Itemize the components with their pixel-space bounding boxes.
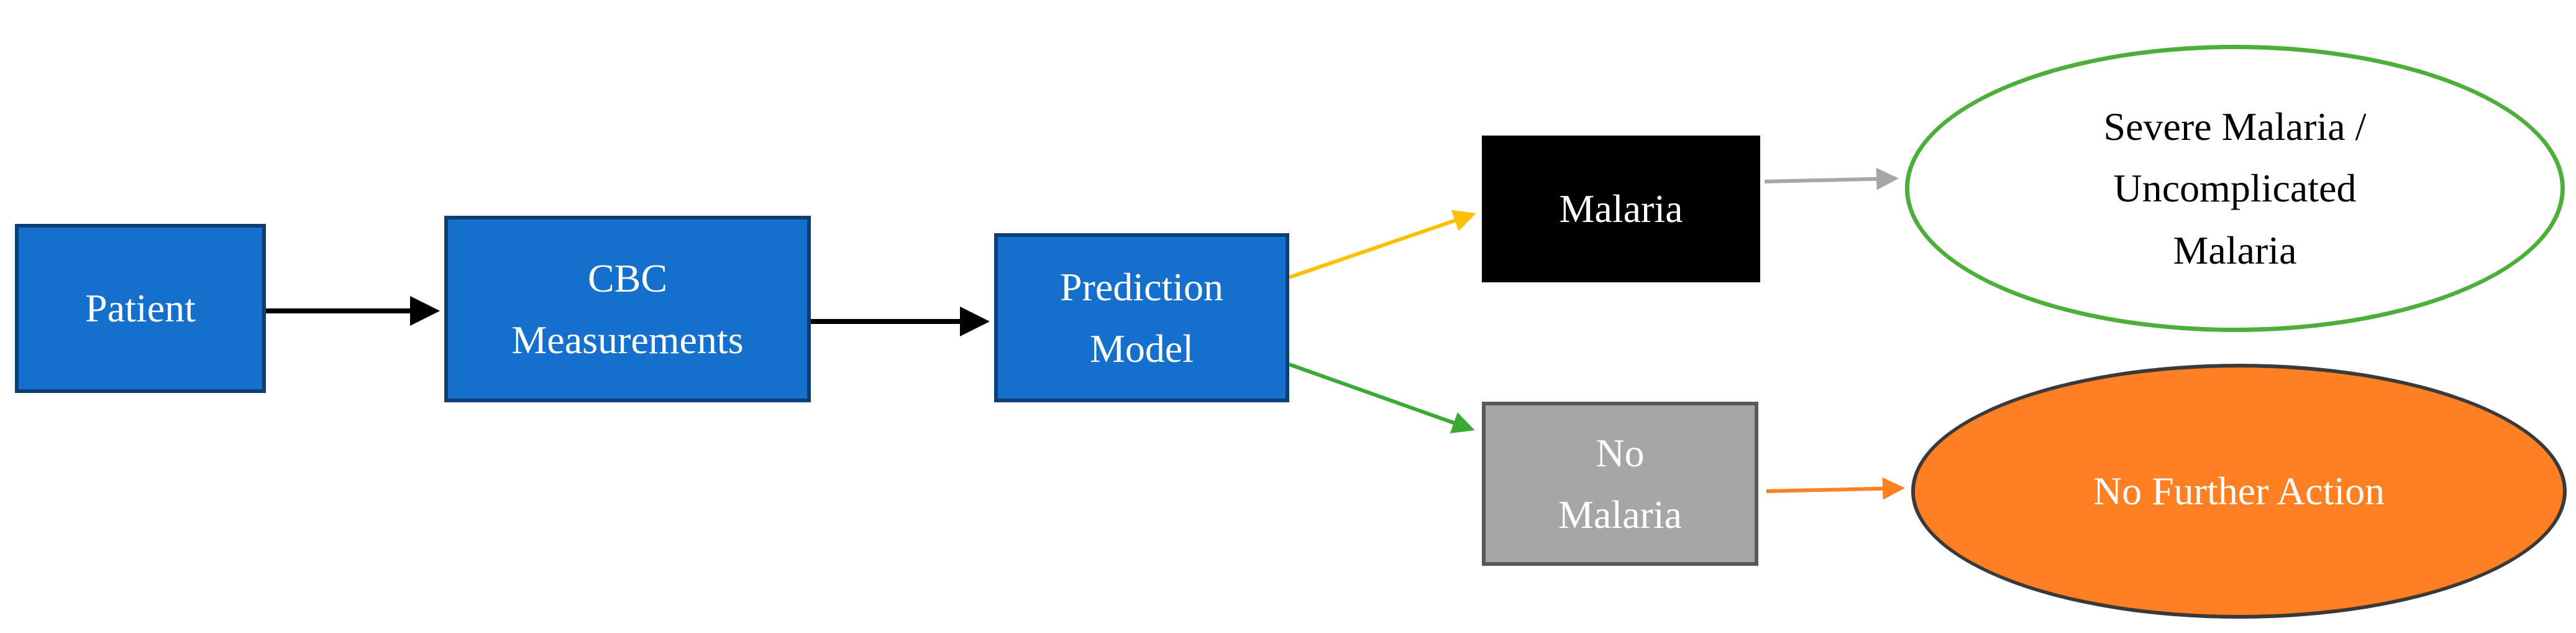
malaria-label: Malaria <box>1559 187 1683 231</box>
severe-malaria-label: Severe Malaria / Uncomplicated Malaria <box>2104 96 2367 281</box>
cbc-label-line-2: Measurements <box>511 318 744 362</box>
prediction-model-node: Prediction Model <box>994 233 1289 402</box>
severe-malaria-node: Severe Malaria / Uncomplicated Malaria <box>1905 45 2565 332</box>
prediction-model-label-line-1: Prediction <box>1059 264 1224 309</box>
arrow-prediction-to-malaria <box>1289 210 1476 279</box>
prediction-model-label-line-2: Model <box>1089 326 1194 371</box>
no-malaria-label: No Malaria <box>1558 422 1682 545</box>
no-malaria-node: No Malaria <box>1482 402 1758 566</box>
patient-label: Patient <box>85 286 196 331</box>
prediction-model-label: Prediction Model <box>1060 256 1223 379</box>
cbc-measurements-node: CBC Measurements <box>444 216 811 402</box>
no-malaria-label-line-1: No <box>1596 430 1645 475</box>
no-further-action-node: No Further Action <box>1911 364 2567 619</box>
severe-malaria-label-line-1: Severe Malaria / <box>2103 104 2367 149</box>
cbc-label: CBC Measurements <box>511 247 743 371</box>
arrow-prediction-to-no-malaria <box>1288 363 1475 433</box>
arrow-no-malaria-to-no-action <box>1766 477 1905 500</box>
no-further-action-label: No Further Action <box>2093 469 2385 514</box>
severe-malaria-label-line-3: Malaria <box>2173 228 2297 272</box>
no-malaria-label-line-2: Malaria <box>1558 492 1682 537</box>
arrow-malaria-to-severe <box>1764 167 1899 190</box>
patient-node: Patient <box>15 224 266 393</box>
malaria-node: Malaria <box>1482 136 1760 282</box>
cbc-label-line-1: CBC <box>587 256 668 300</box>
severe-malaria-label-line-2: Uncomplicated <box>2113 166 2357 211</box>
